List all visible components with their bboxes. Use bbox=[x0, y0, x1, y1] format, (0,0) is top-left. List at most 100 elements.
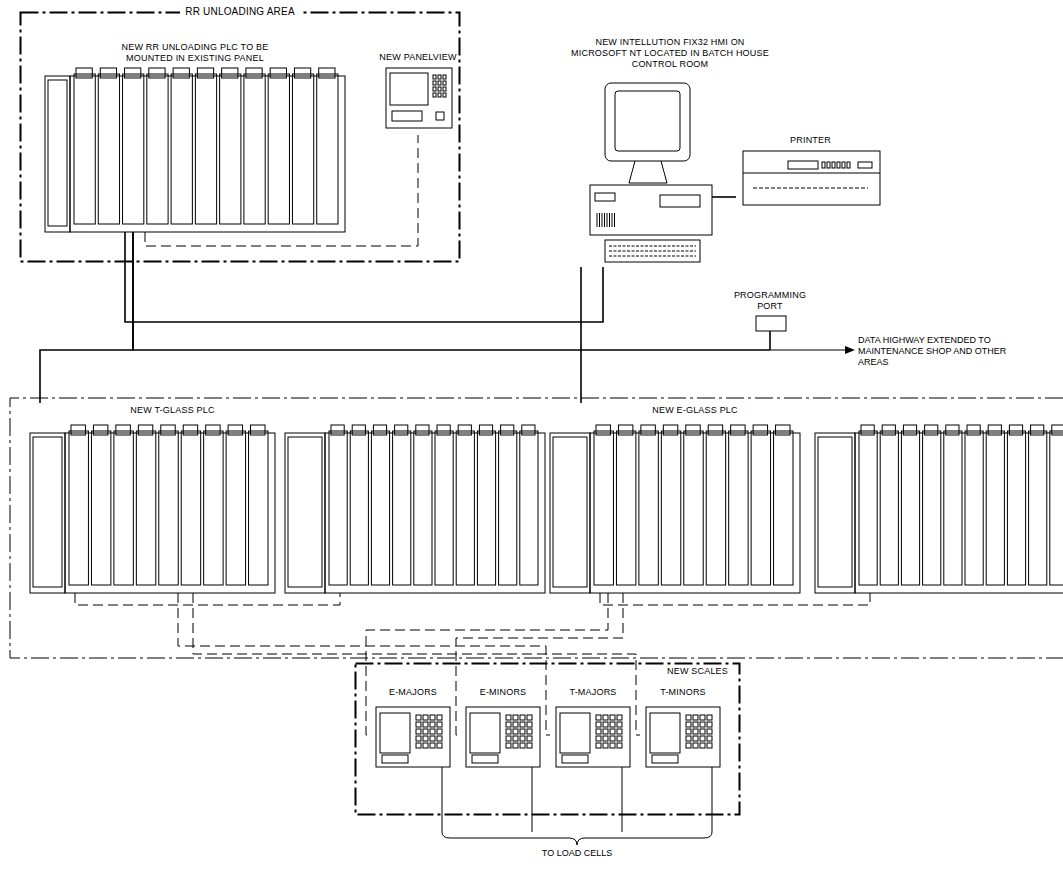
outline bbox=[903, 425, 916, 435]
programming-port: PROGRAMMING PORT bbox=[725, 288, 815, 331]
outline bbox=[70, 76, 345, 232]
outline bbox=[880, 431, 898, 585]
outline bbox=[603, 729, 608, 734]
outline bbox=[416, 736, 421, 741]
outline bbox=[693, 722, 698, 727]
outline bbox=[173, 68, 189, 78]
outline bbox=[76, 68, 92, 78]
outline bbox=[317, 74, 338, 224]
scale-device bbox=[376, 707, 450, 832]
outline bbox=[731, 425, 745, 435]
outline bbox=[650, 713, 680, 753]
outline bbox=[1031, 425, 1044, 435]
outline bbox=[470, 713, 500, 753]
outline bbox=[967, 425, 980, 435]
rack-cable bbox=[75, 593, 340, 605]
outline bbox=[251, 425, 265, 435]
wire bbox=[602, 213, 603, 227]
outline bbox=[686, 715, 691, 720]
wire bbox=[612, 213, 613, 227]
outline bbox=[458, 425, 471, 435]
outline bbox=[382, 755, 408, 763]
outline bbox=[1050, 431, 1063, 585]
outline bbox=[222, 68, 238, 78]
outline bbox=[560, 713, 590, 753]
outline bbox=[392, 111, 422, 121]
device-label: NEW T-GLASS PLC bbox=[28, 405, 282, 416]
outline bbox=[123, 74, 144, 224]
outline bbox=[641, 425, 655, 435]
outline bbox=[430, 736, 435, 741]
signal-cable bbox=[145, 135, 418, 246]
outline bbox=[74, 74, 95, 224]
outline bbox=[435, 431, 453, 585]
outline bbox=[456, 431, 474, 585]
outline bbox=[206, 425, 220, 435]
device-label: E-MAJORS bbox=[370, 687, 456, 698]
outline bbox=[520, 729, 525, 734]
outline bbox=[513, 743, 518, 748]
outline bbox=[774, 431, 793, 585]
outline bbox=[506, 736, 511, 741]
outline bbox=[438, 75, 441, 79]
outline bbox=[661, 431, 680, 585]
outline bbox=[520, 431, 538, 585]
wire bbox=[532, 767, 533, 832]
outline bbox=[832, 162, 835, 168]
outline bbox=[520, 715, 525, 720]
outline bbox=[527, 729, 532, 734]
outline bbox=[438, 81, 441, 85]
outline bbox=[443, 75, 446, 79]
outline bbox=[1052, 425, 1063, 435]
outline bbox=[371, 431, 389, 585]
outline bbox=[433, 93, 436, 97]
outline bbox=[605, 83, 690, 161]
outline bbox=[197, 68, 213, 78]
outline bbox=[1029, 431, 1047, 585]
outline bbox=[700, 743, 705, 748]
outline bbox=[513, 729, 518, 734]
outline bbox=[443, 81, 446, 85]
data-highway-cable bbox=[580, 267, 582, 403]
outline bbox=[605, 240, 700, 262]
outline bbox=[859, 431, 877, 585]
outline bbox=[660, 195, 700, 207]
outline bbox=[753, 425, 767, 435]
outline bbox=[423, 722, 428, 727]
plc-chassis bbox=[285, 425, 545, 593]
outline bbox=[416, 715, 421, 720]
outline bbox=[594, 431, 613, 585]
outline bbox=[331, 425, 344, 435]
outline bbox=[596, 722, 601, 727]
scales-region: NEW SCALESE-MAJORSE-MINORST-MAJORST-MINO… bbox=[355, 663, 740, 815]
outline bbox=[395, 425, 408, 435]
outline bbox=[437, 715, 442, 720]
scale-indicator: T-MAJORS bbox=[550, 685, 636, 775]
outline bbox=[855, 433, 1063, 593]
outline bbox=[249, 431, 268, 585]
hmi-computer: NEW INTELLUTION FIX32 HMI ON MICROSOFT N… bbox=[565, 35, 775, 267]
outline bbox=[603, 743, 608, 748]
outline bbox=[693, 715, 698, 720]
outline bbox=[443, 87, 446, 91]
outline bbox=[693, 729, 698, 734]
wire bbox=[609, 246, 696, 247]
outline bbox=[616, 431, 635, 585]
outline bbox=[617, 729, 622, 734]
outline bbox=[195, 74, 216, 224]
outline bbox=[386, 68, 452, 128]
outline bbox=[416, 729, 421, 734]
outline bbox=[700, 736, 705, 741]
outline bbox=[204, 431, 223, 585]
outline bbox=[617, 743, 622, 748]
outline bbox=[45, 76, 70, 232]
outline bbox=[292, 74, 313, 224]
outline bbox=[842, 162, 845, 168]
outline bbox=[116, 425, 130, 435]
outline bbox=[423, 715, 428, 720]
outline bbox=[596, 736, 601, 741]
outline bbox=[520, 736, 525, 741]
outline bbox=[171, 74, 192, 224]
outline bbox=[822, 162, 825, 168]
